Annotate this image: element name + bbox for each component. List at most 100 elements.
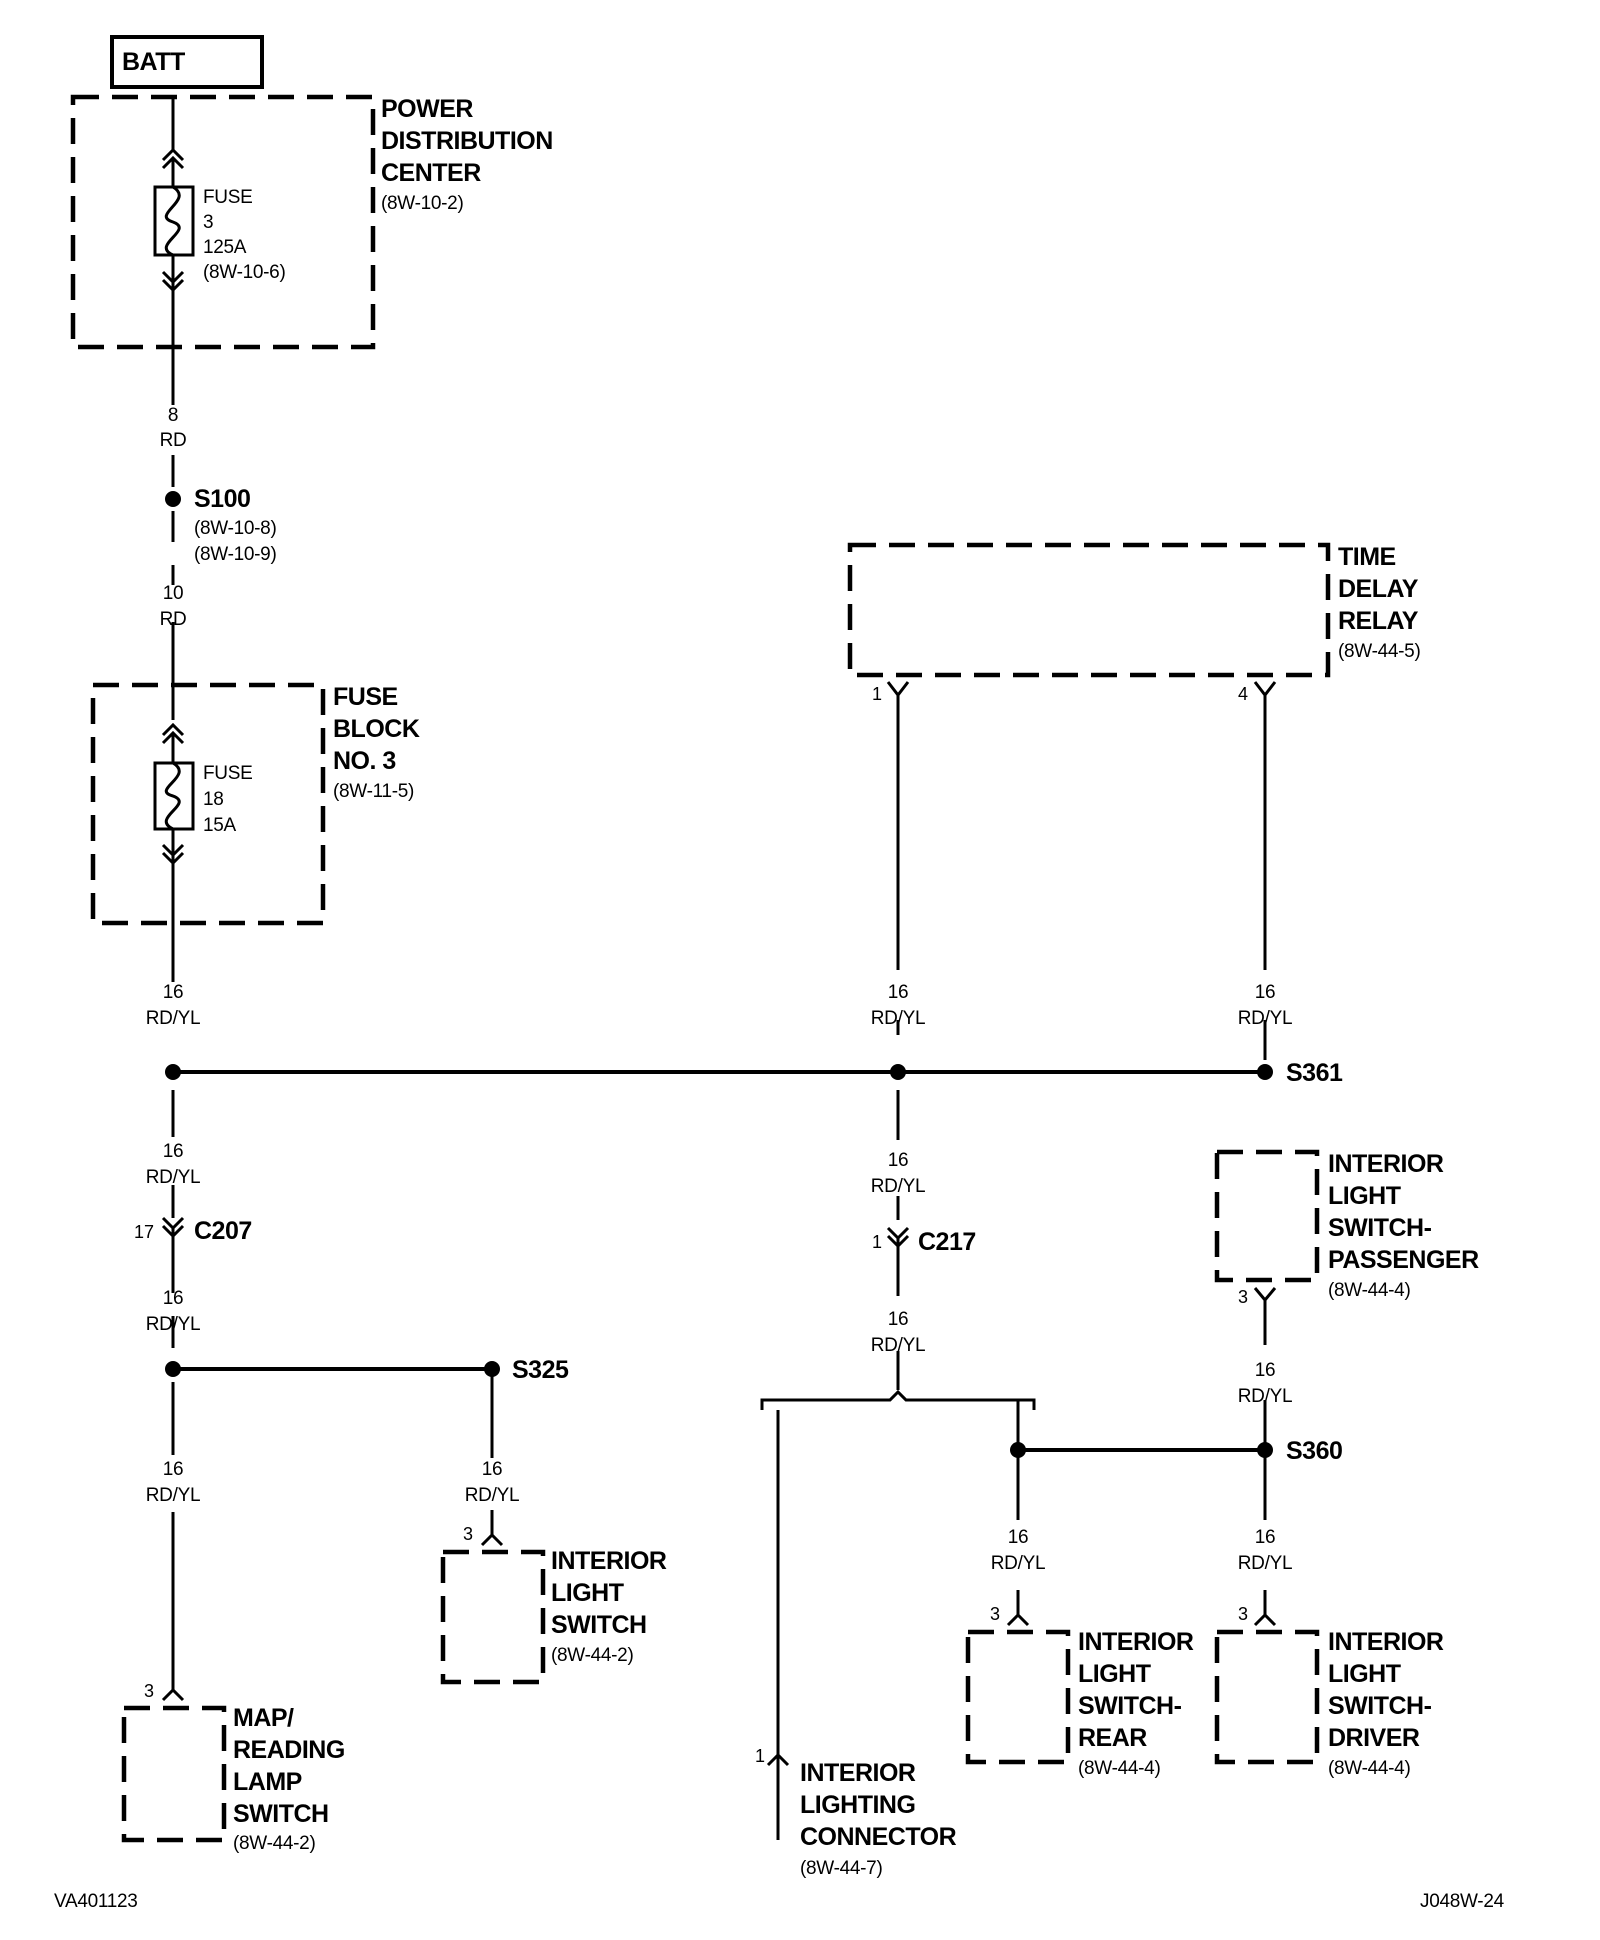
connector-c217: 1 C217 xyxy=(872,1226,976,1256)
ilc-line-1: INTERIOR xyxy=(800,1759,916,1787)
ilc-pin: 1 xyxy=(755,1746,765,1766)
passenger-line-1: INTERIOR xyxy=(1328,1150,1444,1178)
rear-ref: (8W-44-4) xyxy=(1078,1758,1160,1779)
fuse-3-label: FUSE xyxy=(203,187,252,208)
wire-color: RD/YL xyxy=(465,1485,519,1506)
passenger-line-4: PASSENGER xyxy=(1328,1246,1479,1274)
wires xyxy=(171,95,1267,1840)
wire-color: RD/YL xyxy=(1238,1553,1292,1574)
splice-s100-ref-2: (8W-10-9) xyxy=(194,544,276,565)
wire-gauge: 16 xyxy=(163,1459,184,1480)
fuse-3-rating: 125A xyxy=(203,237,247,258)
power-distribution-center: POWER DISTRIBUTION CENTER (8W-10-2) FUSE… xyxy=(70,94,553,350)
splice-s325-label: S325 xyxy=(512,1356,569,1384)
ils-pin: 3 xyxy=(463,1524,473,1544)
junction-rear-branch xyxy=(1010,1442,1026,1458)
pdc-line-3: CENTER xyxy=(381,159,481,187)
map-lamp-pin: 3 xyxy=(144,1681,154,1701)
ils-line-1: INTERIOR xyxy=(551,1547,667,1575)
splice-s361-dot xyxy=(1257,1064,1273,1080)
driver-pin: 3 xyxy=(1238,1604,1248,1624)
interior-light-switch-rear: 3 INTERIOR LIGHT SWITCH- REAR (8W-44-4) xyxy=(965,1604,1194,1779)
footer-left-code: VA401123 xyxy=(54,1891,138,1912)
battery-terminal: BATT xyxy=(110,35,264,89)
wire-gauge: 16 xyxy=(1255,982,1276,1003)
fuse-18-rating: 15A xyxy=(203,815,237,836)
tdr-pin-1-icon xyxy=(886,681,910,698)
footer-right-code: J048W-24 xyxy=(1420,1891,1505,1912)
splice-s100-dot xyxy=(165,491,181,507)
fuse-18-label: FUSE xyxy=(203,763,252,784)
interior-lighting-connector: 1 INTERIOR LIGHTING CONNECTOR (8W-44-7) xyxy=(755,1746,957,1879)
wire-color: RD/YL xyxy=(1238,1008,1292,1029)
wire-gauge: 16 xyxy=(163,982,184,1003)
tdr-pin-4-icon xyxy=(1253,681,1277,698)
interior-light-switch: 3 INTERIOR LIGHT SWITCH (8W-44-2) xyxy=(440,1524,667,1685)
wire-color: RD/YL xyxy=(146,1314,200,1335)
splice-s360-label: S360 xyxy=(1286,1437,1342,1465)
wire-gauge: 16 xyxy=(1008,1527,1029,1548)
tdr-line-3: RELAY xyxy=(1338,607,1419,635)
ils-line-2: LIGHT xyxy=(551,1579,624,1607)
fuse-3-number: 3 xyxy=(203,212,213,233)
wire-color: RD/YL xyxy=(871,1176,925,1197)
passenger-ref: (8W-44-4) xyxy=(1328,1280,1410,1301)
wire-color: RD/YL xyxy=(1238,1386,1292,1407)
splice-s100-label: S100 xyxy=(194,485,250,513)
fuse-18-icon xyxy=(153,722,195,866)
interior-light-switch-passenger: 3 INTERIOR LIGHT SWITCH- PASSENGER (8W-4… xyxy=(1214,1149,1480,1307)
c207-pin: 17 xyxy=(134,1222,154,1242)
rear-pin-icon xyxy=(1006,1612,1030,1627)
fuse-block-line-2: BLOCK xyxy=(333,715,420,743)
ils-ref: (8W-44-2) xyxy=(551,1645,633,1666)
tdr-line-1: TIME xyxy=(1338,543,1396,571)
driver-line-2: LIGHT xyxy=(1328,1660,1401,1688)
bus-junction-mid xyxy=(890,1064,906,1080)
ilc-line-2: LIGHTING xyxy=(800,1791,915,1819)
rear-line-4: REAR xyxy=(1078,1724,1147,1752)
wire-gauge: 16 xyxy=(1255,1360,1276,1381)
passenger-line-3: SWITCH- xyxy=(1328,1214,1432,1242)
c207-label: C207 xyxy=(194,1217,252,1245)
splice-s361-label: S361 xyxy=(1286,1059,1343,1087)
wire-gauge: 8 xyxy=(168,405,178,426)
ils-line-3: SWITCH xyxy=(551,1611,647,1639)
bus-junction-left xyxy=(165,1064,181,1080)
wire-color: RD/YL xyxy=(991,1553,1045,1574)
tdr-pin-4: 4 xyxy=(1238,684,1248,704)
map-reading-lamp-switch: 3 MAP/ READING LAMP SWITCH (8W-44-2) xyxy=(121,1681,345,1854)
junction-c207-s325 xyxy=(165,1361,181,1377)
wire-gauge: 16 xyxy=(482,1459,503,1480)
splice-s100-ref-1: (8W-10-8) xyxy=(194,518,276,539)
fuse-3-ref: (8W-10-6) xyxy=(203,262,285,283)
wire-gauge: 16 xyxy=(1255,1527,1276,1548)
map-lamp-line-3: LAMP xyxy=(233,1768,302,1796)
fuse-3-icon xyxy=(153,147,195,293)
wire-color: RD/YL xyxy=(871,1335,925,1356)
tdr-pin-1: 1 xyxy=(872,684,882,704)
time-delay-relay: TIME DELAY RELAY (8W-44-5) 1 4 xyxy=(847,542,1421,704)
wire-color: RD xyxy=(160,609,187,630)
driver-pin-icon xyxy=(1253,1612,1277,1627)
driver-ref: (8W-44-4) xyxy=(1328,1758,1410,1779)
fuse-block-line-1: FUSE xyxy=(333,683,398,711)
wire-gauge: 16 xyxy=(888,1309,909,1330)
wire-color: RD xyxy=(160,430,187,451)
fuse-block-ref: (8W-11-5) xyxy=(333,781,414,802)
wire-gauge: 16 xyxy=(163,1141,184,1162)
wire-gauge: 10 xyxy=(163,583,184,604)
wire-color: RD/YL xyxy=(146,1008,200,1029)
splice-s325-dot xyxy=(484,1361,500,1377)
ils-pin-icon xyxy=(480,1532,504,1547)
wire-color: RD/YL xyxy=(146,1167,200,1188)
c217-label: C217 xyxy=(918,1228,976,1256)
tdr-ref: (8W-44-5) xyxy=(1338,641,1420,662)
batt-label: BATT xyxy=(122,48,185,76)
rear-line-3: SWITCH- xyxy=(1078,1692,1182,1720)
rear-line-1: INTERIOR xyxy=(1078,1628,1194,1656)
wire-gauge: 16 xyxy=(888,1150,909,1171)
wire-color: RD/YL xyxy=(871,1008,925,1029)
connector-c207: 17 C207 xyxy=(134,1216,252,1250)
rear-pin: 3 xyxy=(990,1604,1000,1624)
